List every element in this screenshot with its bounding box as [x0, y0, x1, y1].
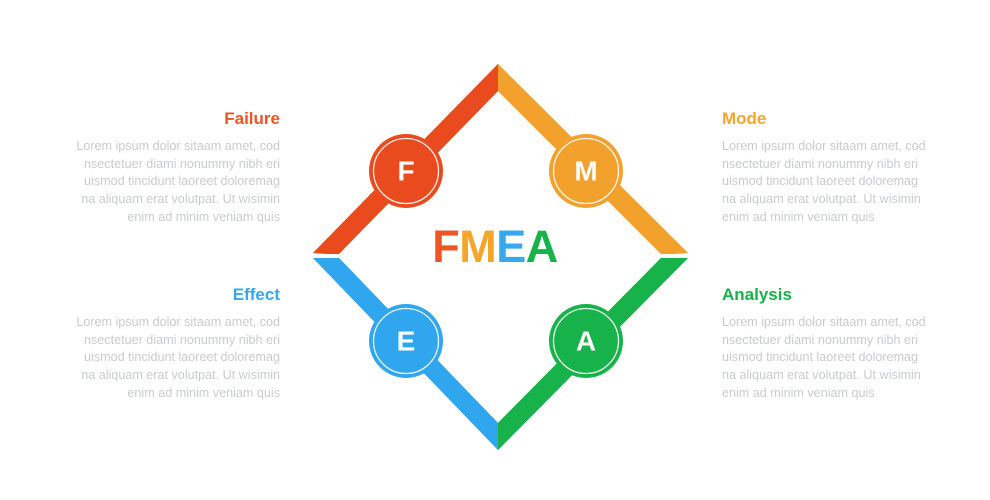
block-body-effect: Lorem ipsum dolor sitaam amet, cod nsect…	[76, 314, 280, 401]
block-title-effect: Effect	[232, 285, 280, 304]
description-block-analysis: Analysis Lorem ipsum dolor sitaam amet, …	[722, 285, 934, 403]
block-body-analysis: Lorem ipsum dolor sitaam amet, cod nsect…	[722, 314, 926, 401]
node-mode[interactable]: M	[549, 134, 623, 208]
node-effect-letter: E	[397, 326, 416, 357]
node-analysis-disc[interactable]	[549, 304, 623, 378]
node-mode-letter: M	[574, 156, 597, 187]
description-block-failure: Failure Lorem ipsum dolor sitaam amet, c…	[68, 109, 280, 227]
block-body-failure: Lorem ipsum dolor sitaam amet, cod nsect…	[76, 138, 280, 225]
node-mode-ring	[552, 137, 620, 205]
node-analysis-letter: A	[576, 326, 596, 357]
block-body-mode: Lorem ipsum dolor sitaam amet, cod nsect…	[722, 138, 926, 225]
block-title-analysis: Analysis	[722, 285, 792, 304]
description-block-mode: Mode Lorem ipsum dolor sitaam amet, cod …	[722, 109, 934, 227]
node-failure-letter: F	[397, 156, 414, 187]
node-mode-disc[interactable]	[549, 134, 623, 208]
block-title-failure: Failure	[224, 109, 280, 128]
node-analysis[interactable]: A	[549, 304, 623, 378]
description-block-effect: Effect Lorem ipsum dolor sitaam amet, co…	[68, 285, 280, 403]
node-effect[interactable]: E	[369, 304, 443, 378]
node-failure[interactable]: F	[369, 134, 443, 208]
node-failure-ring	[372, 137, 440, 205]
node-effect-ring	[372, 307, 440, 375]
block-title-mode: Mode	[722, 109, 767, 128]
node-failure-disc[interactable]	[369, 134, 443, 208]
node-analysis-ring	[552, 307, 620, 375]
node-effect-disc[interactable]	[369, 304, 443, 378]
